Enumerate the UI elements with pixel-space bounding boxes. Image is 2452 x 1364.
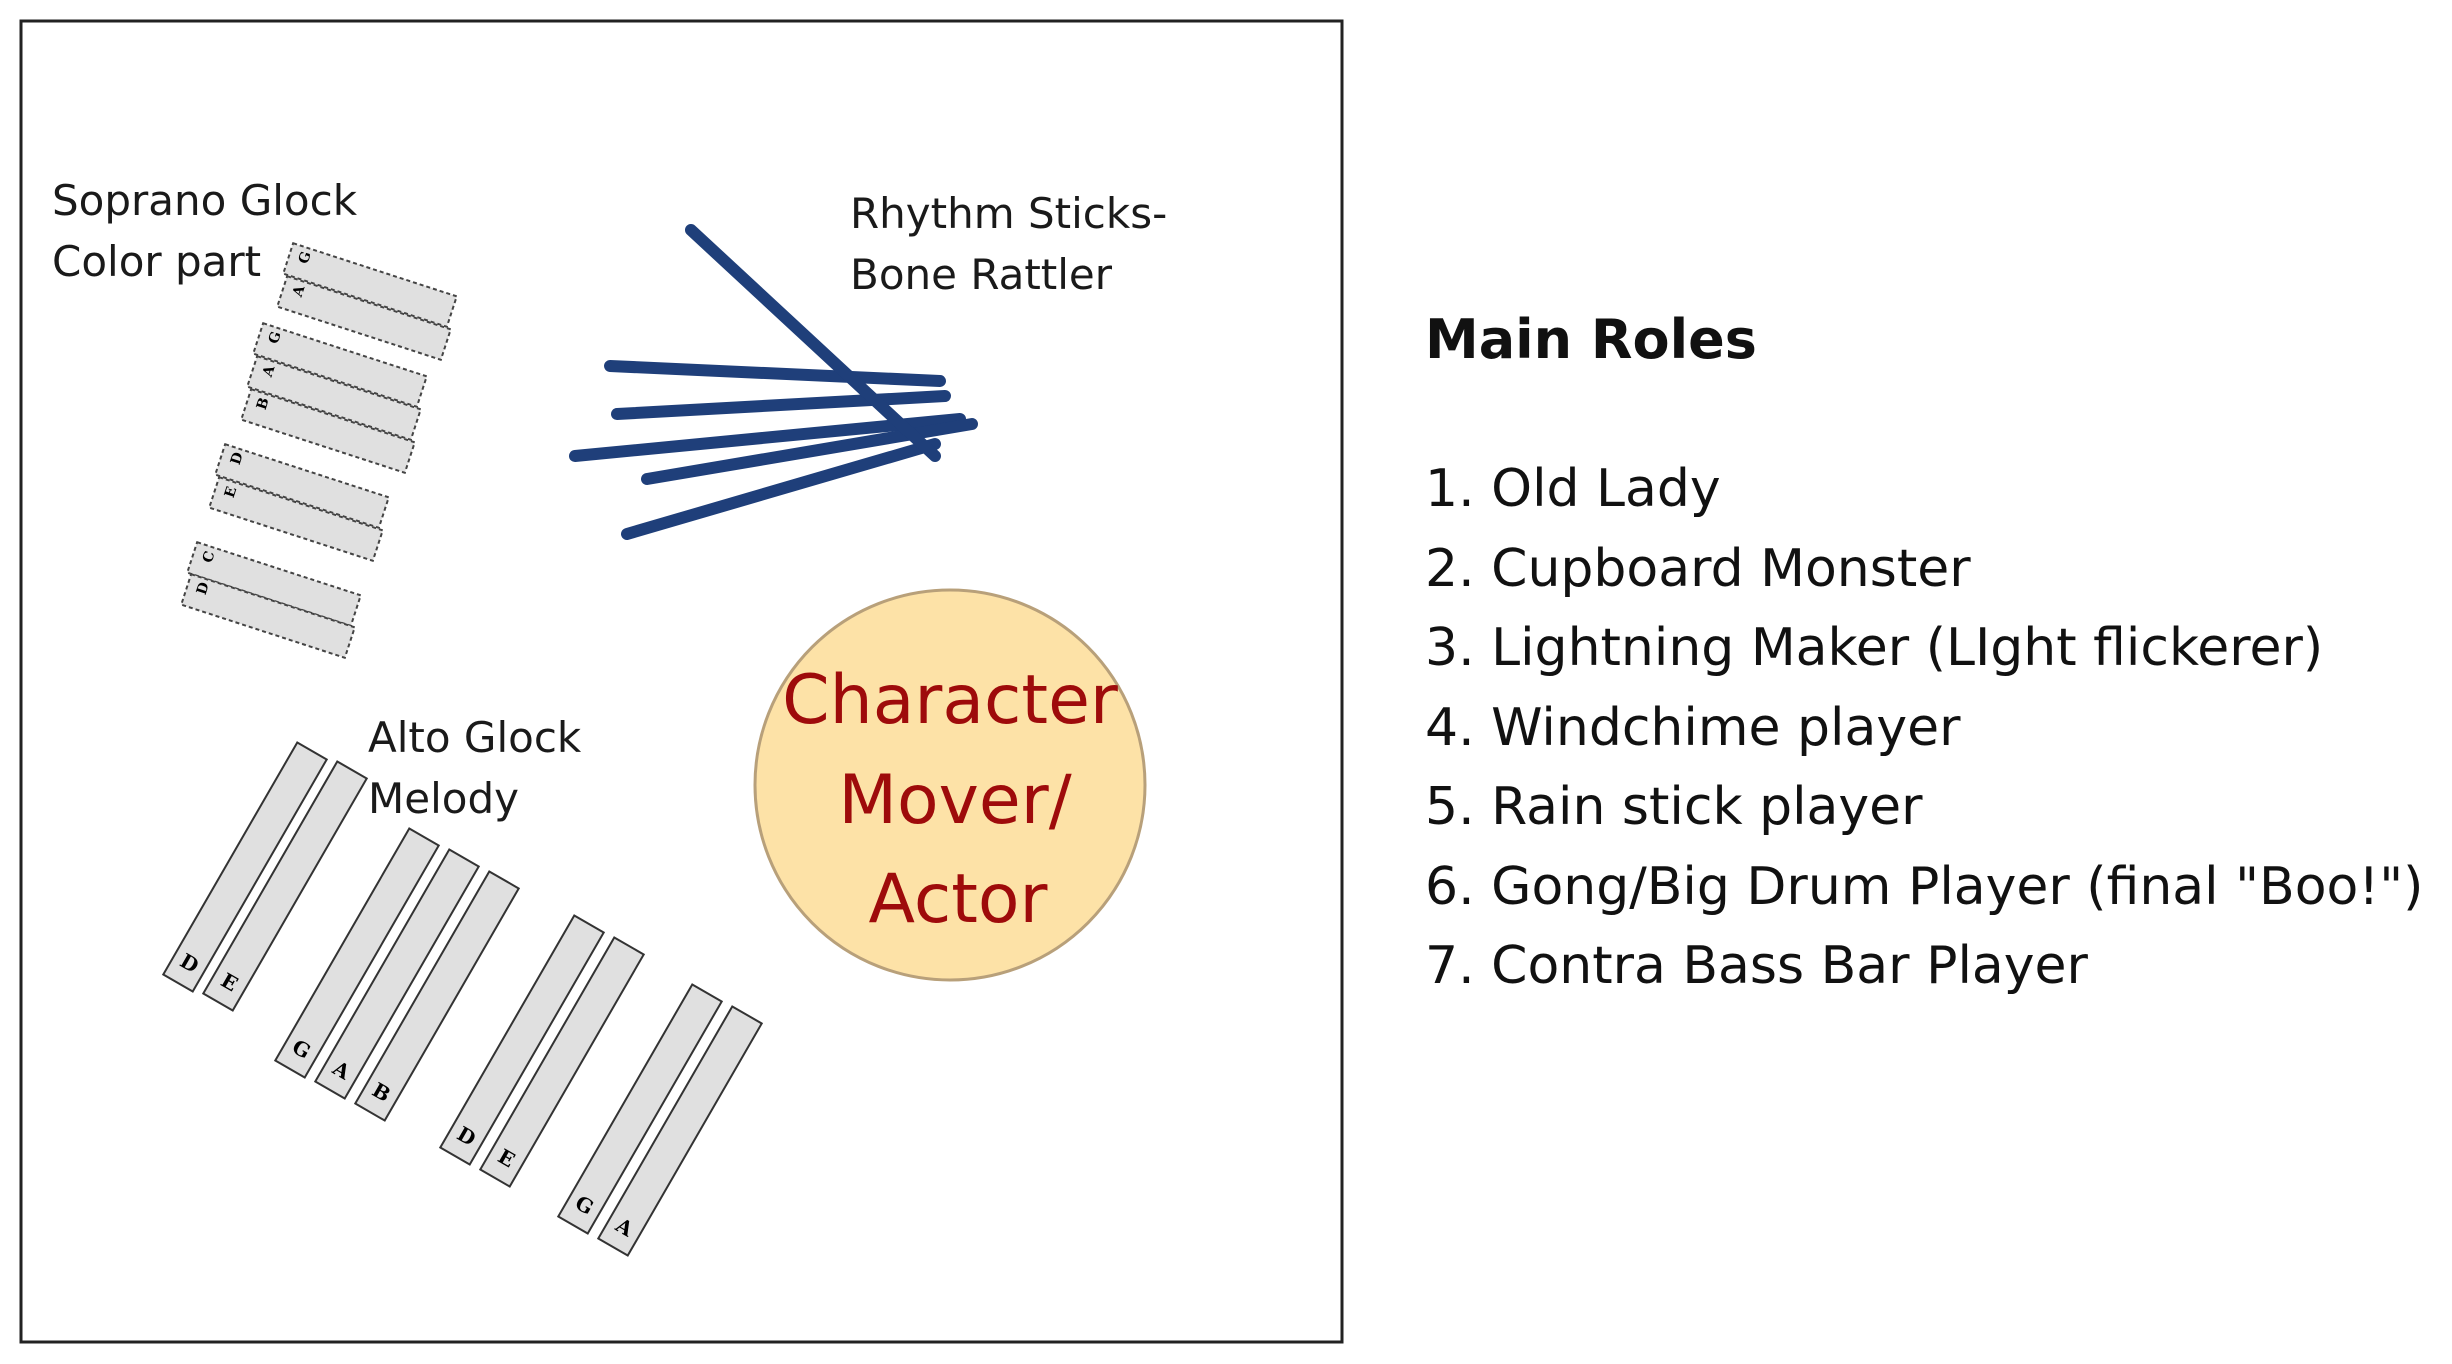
soprano-label-line1: Soprano Glock xyxy=(52,176,358,225)
alto-label-line2: Melody xyxy=(368,774,519,823)
soprano-bar-letter: C xyxy=(200,549,219,565)
soprano-bar xyxy=(214,442,390,530)
soprano-glock-group-1: G A xyxy=(276,241,458,362)
rhythm-stick xyxy=(611,390,951,420)
soprano-glock-group-3: D E xyxy=(208,442,390,563)
role-item: 4. Windchime player xyxy=(1425,697,1961,758)
alto-bar xyxy=(596,1005,764,1257)
role-item: 5. Rain stick player xyxy=(1425,777,1923,837)
soprano-glock-label: Soprano Glock Color part xyxy=(52,170,357,292)
soprano-bar xyxy=(276,274,452,362)
alto-glock-group-1: D E xyxy=(161,741,369,1012)
alto-bar xyxy=(273,827,441,1079)
soprano-bar xyxy=(180,572,356,660)
soprano-bar-letter: D xyxy=(228,450,247,466)
soprano-bar-letter: G xyxy=(296,250,315,266)
soprano-bar xyxy=(208,475,384,563)
main-roles-list: 1. Old Lady 2. Cupboard Monster 3. Light… xyxy=(1425,450,2435,1007)
rhythm-label-line1: Rhythm Sticks- xyxy=(850,189,1168,238)
rhythm-stick xyxy=(604,360,946,387)
soprano-bar xyxy=(282,241,458,329)
alto-bar xyxy=(201,760,369,1012)
soprano-bar-letter: B xyxy=(254,395,273,411)
alto-bar xyxy=(353,870,521,1122)
rhythm-stick xyxy=(685,224,941,462)
soprano-bar xyxy=(186,540,362,628)
main-roles-title: Main Roles xyxy=(1425,308,1757,371)
alto-glock-label: Alto Glock Melody xyxy=(368,707,581,829)
center-label-line3: Actor xyxy=(869,860,1048,939)
alto-label-line1: Alto Glock xyxy=(368,713,582,762)
rhythm-label-line2: Bone Rattler xyxy=(850,250,1113,299)
alto-bar xyxy=(161,741,329,993)
soprano-label-line2: Color part xyxy=(52,237,262,286)
alto-glock-group-4: G A xyxy=(556,983,764,1257)
soprano-bar xyxy=(240,387,416,475)
role-item: 3. Lightning Maker (LIght flickerer) xyxy=(1425,618,2324,678)
soprano-bar xyxy=(252,321,428,409)
soprano-glock-group-4: C D xyxy=(180,540,362,660)
center-label-line1: Character xyxy=(782,661,1118,740)
stage-diagram: G A G A B D xyxy=(19,19,1344,1344)
soprano-bar-letter: E xyxy=(222,485,241,500)
rhythm-stick xyxy=(621,438,941,540)
role-item: 7. Contra Bass Bar Player xyxy=(1425,936,2088,996)
alto-bar xyxy=(438,914,606,1166)
soprano-bar xyxy=(246,354,422,442)
alto-bar xyxy=(556,983,724,1235)
center-circle-shape xyxy=(753,588,1147,982)
role-item: 6. Gong/Big Drum Player (final "Boo!") xyxy=(1425,856,2424,917)
main-roles-panel: Main Roles 1. Old Lady 2. Cupboard Monst… xyxy=(1425,300,2435,1007)
alto-bar xyxy=(313,848,481,1100)
soprano-glock-group-2: G A B xyxy=(240,321,428,475)
alto-glock-group-3: D E xyxy=(438,914,646,1188)
alto-glock-group-2: G A B xyxy=(273,827,521,1122)
center-label-line2: Mover/ xyxy=(838,761,1071,840)
soprano-bar-letter: G xyxy=(266,330,285,346)
stage-layout-svg: G A G A B D xyxy=(19,19,1344,1344)
rhythm-sticks xyxy=(569,224,978,540)
soprano-bar-letter: D xyxy=(194,580,213,596)
rhythm-sticks-label: Rhythm Sticks- Bone Rattler xyxy=(850,183,1167,305)
character-mover-circle: Character Mover/ Actor xyxy=(753,588,1147,982)
alto-bar xyxy=(478,936,646,1188)
role-item: 1. Old Lady xyxy=(1425,459,1721,519)
role-item: 2. Cupboard Monster xyxy=(1425,538,1971,599)
